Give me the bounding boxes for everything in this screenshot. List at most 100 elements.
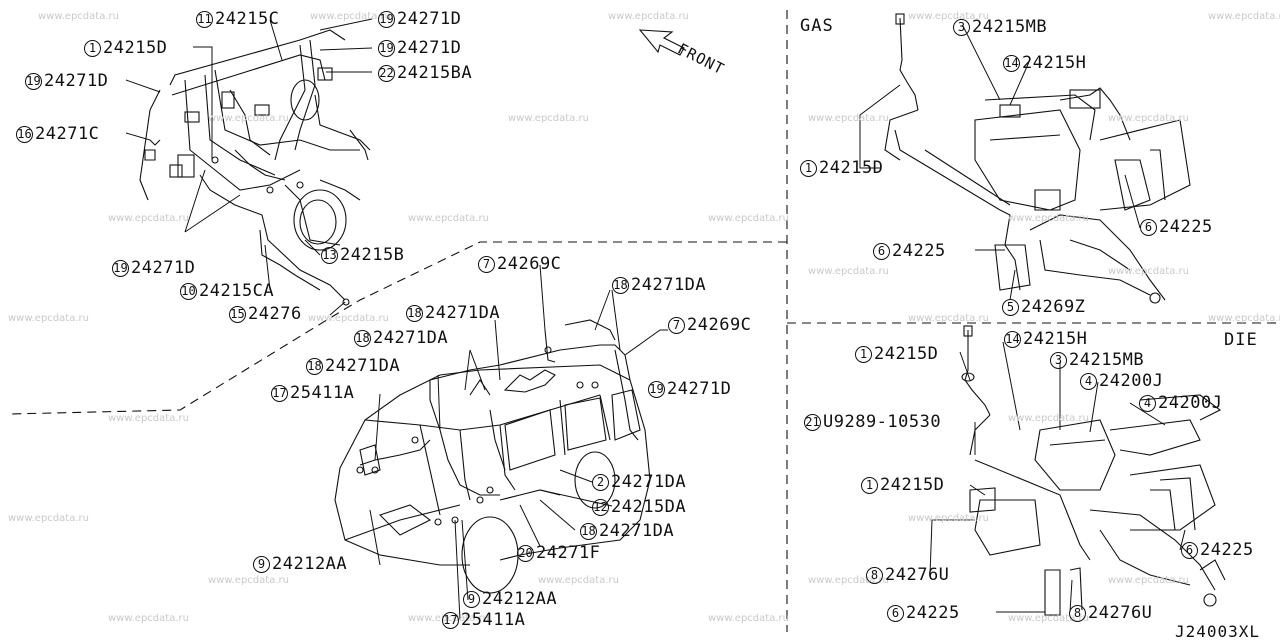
part-number: 24215H [1022, 53, 1087, 73]
part-number: 24215D [103, 38, 168, 58]
part-number: 24215D [874, 344, 939, 364]
part-number: 24271F [536, 543, 601, 563]
gas-engine-drawing [884, 13, 1191, 304]
callout-number: 5 [1002, 298, 1019, 316]
callout-number: 4 [1080, 372, 1097, 390]
callout-number: 19 [112, 259, 129, 277]
watermark: www.epcdata.ru [108, 413, 189, 424]
callout-number: 6 [1181, 541, 1198, 559]
part-number: 24215CA [199, 281, 275, 301]
callout-number: 1 [800, 159, 817, 177]
watermark: www.epcdata.ru [208, 575, 289, 586]
callout-number: 14 [1003, 54, 1020, 72]
watermark: www.epcdata.ru [1108, 113, 1189, 124]
watermark: www.epcdata.ru [808, 575, 889, 586]
callout-number: 19 [378, 10, 395, 28]
watermark: www.epcdata.ru [708, 213, 789, 224]
watermark: www.epcdata.ru [608, 11, 689, 22]
part-number: 24215C [215, 9, 280, 29]
diesel-engine-drawing [961, 325, 1226, 616]
callout-number: 12 [592, 498, 609, 516]
watermark: www.epcdata.ru [1108, 266, 1189, 277]
part-number: 24271DA [611, 472, 687, 492]
part-number: 24225 [1200, 540, 1254, 560]
watermark: www.epcdata.ru [38, 11, 119, 22]
callout-number: 18 [612, 276, 629, 294]
part-number: 24215BA [397, 63, 473, 83]
callout-number: 2 [592, 473, 609, 491]
callout-number: 9 [463, 590, 480, 608]
callout-number: 18 [306, 357, 323, 375]
callout-number: 3 [953, 18, 970, 36]
watermark: www.epcdata.ru [1008, 213, 1089, 224]
part-number: 24276U [1088, 603, 1153, 623]
section-dividers [9, 10, 1280, 632]
watermark: www.epcdata.ru [308, 313, 389, 324]
part-number: 24215D [819, 158, 884, 178]
watermark: www.epcdata.ru [8, 313, 89, 324]
watermark: www.epcdata.ru [908, 313, 989, 324]
watermark: www.epcdata.ru [808, 266, 889, 277]
part-number: 24200J [1158, 393, 1223, 413]
callout-number: 4 [1139, 394, 1156, 412]
callout-number: 7 [668, 316, 685, 334]
part-number: 24271DA [631, 275, 707, 295]
watermark: www.epcdata.ru [508, 113, 589, 124]
callout-number: 18 [354, 329, 371, 347]
callout-number: 22 [378, 64, 395, 82]
watermark: www.epcdata.ru [1108, 575, 1189, 586]
watermark: www.epcdata.ru [538, 575, 619, 586]
part-number: 24271DA [373, 328, 449, 348]
callout-number: 17 [442, 611, 459, 629]
section-label-gas: GAS [800, 16, 834, 36]
part-number: 24271C [35, 124, 100, 144]
dashboard-harness-drawing [139, 29, 371, 306]
van-drawing [334, 319, 651, 594]
watermark: www.epcdata.ru [310, 11, 391, 22]
callout-number: 17 [271, 384, 288, 402]
front-arrow-icon [638, 29, 685, 56]
watermark: www.epcdata.ru [108, 213, 189, 224]
callout-number: 15 [229, 305, 246, 323]
watermark: www.epcdata.ru [908, 11, 989, 22]
part-number: 24271D [397, 9, 462, 29]
part-number: 24215D [880, 475, 945, 495]
section-label-diesel: DIE [1224, 330, 1258, 350]
callout-number: 19 [648, 380, 665, 398]
callout-number: 8 [1069, 604, 1086, 622]
watermark: www.epcdata.ru [8, 513, 89, 524]
part-number: 24212AA [482, 589, 558, 609]
watermark: www.epcdata.ru [1008, 613, 1089, 624]
part-number: 24215MB [1069, 350, 1145, 370]
callout-number: 14 [1004, 330, 1021, 348]
callout-number: 20 [517, 544, 534, 562]
figure-code: J24003XL [1175, 622, 1261, 641]
part-number: 24271DA [425, 303, 501, 323]
